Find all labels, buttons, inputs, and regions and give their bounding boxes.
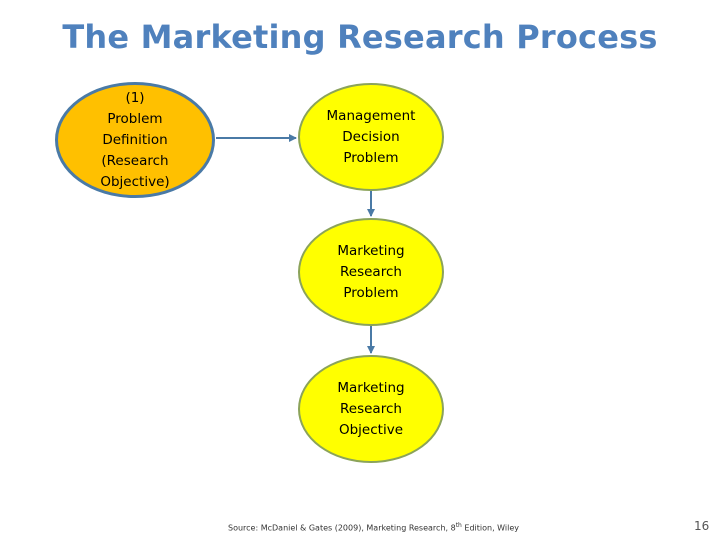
source-note: Source: McDaniel & Gates (2009), Marketi… — [228, 522, 519, 533]
node-problem-definition-label: (1) Problem Definition (Research Objecti… — [100, 89, 170, 190]
source-prefix: Source: McDaniel & Gates (2009), Marketi… — [228, 523, 456, 533]
slide-title: The Marketing Research Process — [62, 18, 658, 56]
node-management-decision-problem-label: Management Decision Problem — [326, 107, 416, 166]
node-marketing-research-objective: Marketing Research Objective — [298, 355, 444, 463]
node-management-decision-problem: Management Decision Problem — [298, 83, 444, 191]
node-marketing-research-problem: Marketing Research Problem — [298, 218, 444, 326]
source-superscript: th — [455, 522, 462, 529]
page-number: 16 — [694, 519, 710, 533]
node-marketing-research-objective-label: Marketing Research Objective — [337, 379, 405, 438]
source-suffix: Edition, Wiley — [461, 523, 519, 533]
node-problem-definition: (1) Problem Definition (Research Objecti… — [55, 82, 215, 198]
node-marketing-research-problem-label: Marketing Research Problem — [337, 242, 405, 301]
